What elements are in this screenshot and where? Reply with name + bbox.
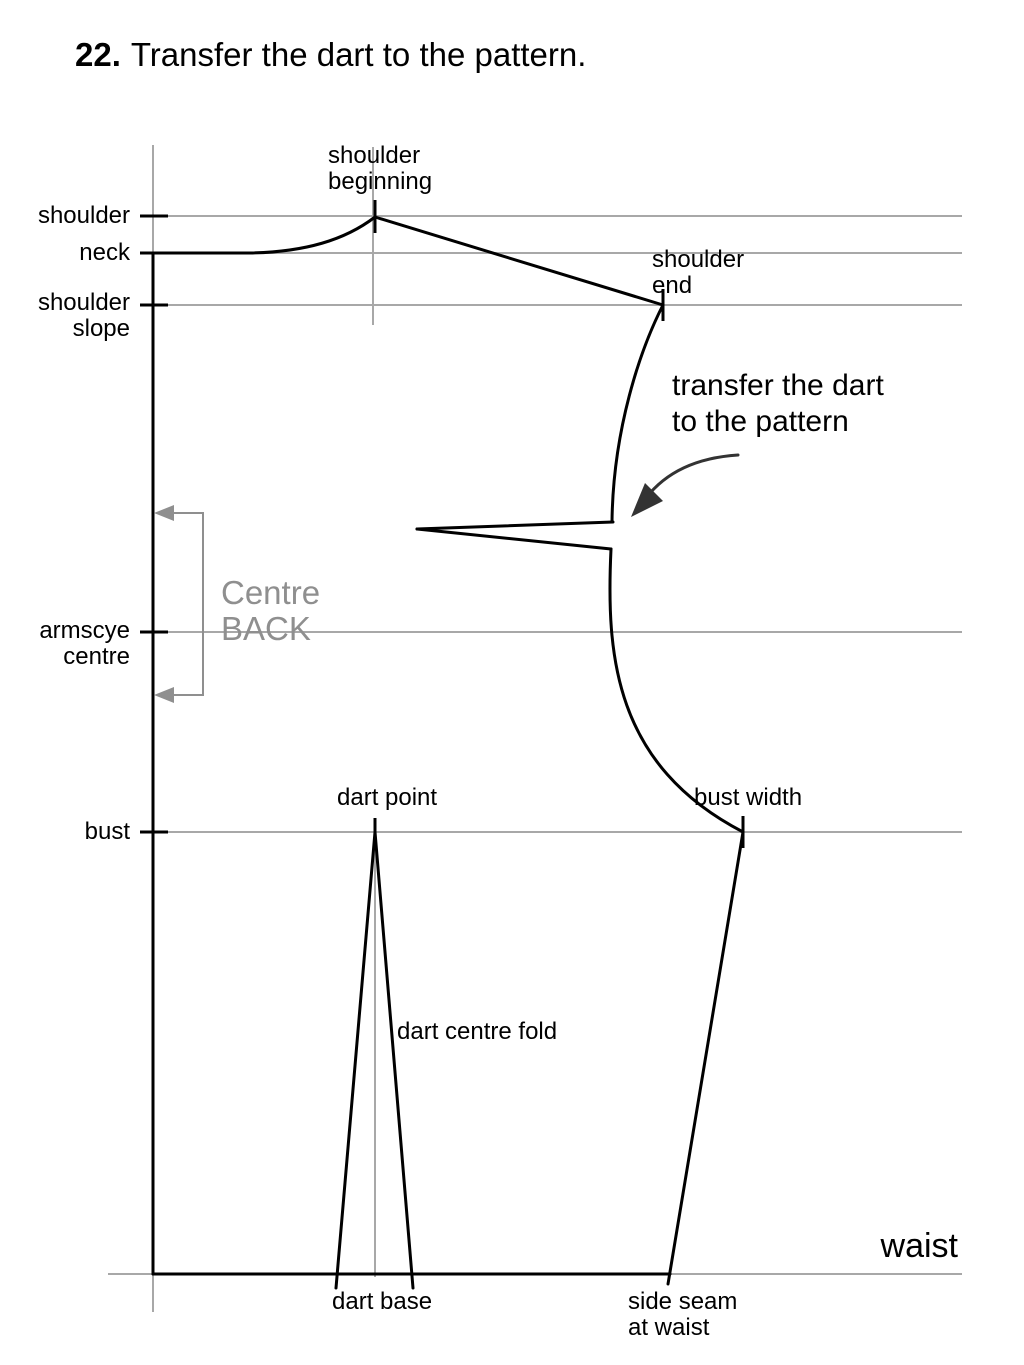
transfer-note: transfer the dart to the pattern xyxy=(672,369,884,438)
pattern-outline xyxy=(151,215,745,1290)
armscye-curve-upper xyxy=(610,303,665,524)
transfer-arrowhead-icon xyxy=(631,483,663,517)
shoulder-seam xyxy=(373,215,665,307)
transferred-dart-lower-leg xyxy=(415,527,613,551)
neck-curve xyxy=(151,215,377,255)
waist-dart-right-leg xyxy=(373,830,415,1290)
dart-centre-fold-label: dart centre fold xyxy=(397,1018,558,1045)
shoulder-end-label: shoulder end xyxy=(652,246,745,299)
page-title: 22.Transfer the dart to the pattern. xyxy=(75,36,586,74)
centre-back-label: Centre BACK xyxy=(221,574,321,647)
bracket-arrow-up-left-icon xyxy=(154,505,174,521)
bracket-line xyxy=(170,512,204,696)
shoulder-slope-label: shoulder slope xyxy=(37,289,130,342)
step-number: 22. xyxy=(75,36,121,73)
transfer-arrow-curve xyxy=(644,453,740,500)
transferred-dart-upper-leg xyxy=(415,520,615,531)
transfer-arrow xyxy=(631,453,740,517)
step-title-text: Transfer the dart to the pattern. xyxy=(130,36,587,73)
armscye-curve-lower xyxy=(608,547,745,834)
bracket-arrow-down-left-icon xyxy=(154,687,174,703)
centre-back-bracket xyxy=(154,505,204,703)
guide-lines xyxy=(108,145,962,1312)
waist-label: waist xyxy=(880,1227,958,1265)
bust-label: bust xyxy=(84,818,130,845)
neck-label: neck xyxy=(79,239,130,266)
bust-width-label: bust width xyxy=(694,784,803,811)
dart-base-label: dart base xyxy=(332,1288,433,1315)
side-seam-at-waist-label: side seam at waist xyxy=(628,1288,738,1341)
armscye-centre-label: armscye centre xyxy=(39,617,130,670)
dart-point-label: dart point xyxy=(337,784,438,811)
shoulder-beginning-label: shoulder beginning xyxy=(328,142,433,195)
side-seam xyxy=(666,830,745,1286)
waist-dart-left-leg xyxy=(334,830,377,1290)
shoulder-label: shoulder xyxy=(37,202,130,229)
